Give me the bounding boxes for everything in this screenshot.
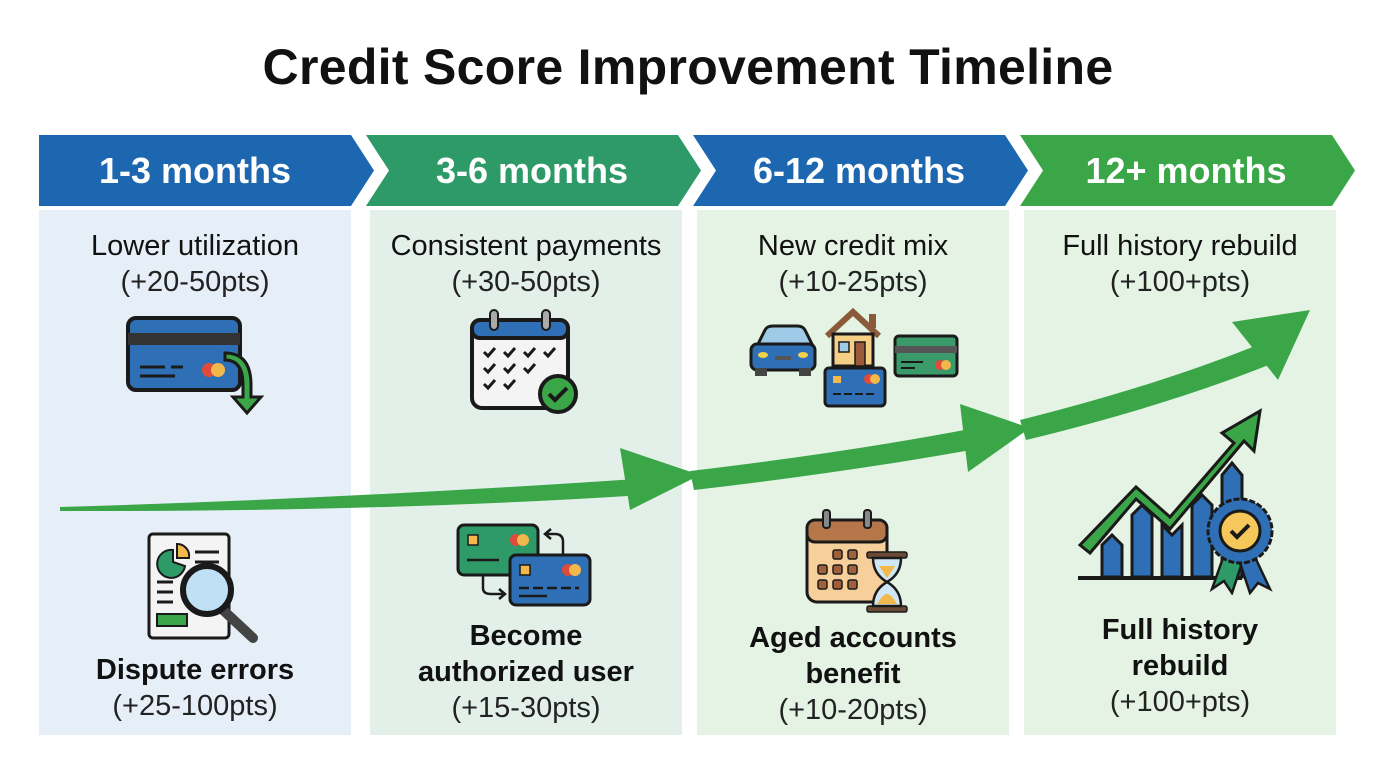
phase-panel-4: Full history rebuild (+100+pts) Full his… <box>1024 210 1336 735</box>
milestone-title-line1: Full history <box>1101 614 1259 646</box>
phase-header-2: 3-6 months <box>366 135 701 206</box>
milestone-title-line1: Aged accounts <box>749 622 957 654</box>
milestone-title-line2: rebuild <box>1131 650 1229 682</box>
milestone-points: (+10-25pts) <box>778 266 928 298</box>
milestone-title: Lower utilization <box>91 230 299 262</box>
milestone-points: (+15-30pts) <box>451 692 601 724</box>
milestone-points: (+100+pts) <box>1109 266 1251 298</box>
credit-card-down-icon <box>126 316 265 416</box>
calendar-check-icon <box>470 309 578 414</box>
milestone-title: Full history rebuild <box>1062 230 1298 262</box>
milestone-points: (+30-50pts) <box>451 266 601 298</box>
milestone-title-line2: authorized user <box>418 656 634 688</box>
phase-header-4: 12+ months <box>1020 135 1355 206</box>
calendar-hourglass-icon <box>805 509 908 613</box>
growth-chart-badge-icon <box>1077 408 1274 595</box>
phase-header-3: 6-12 months <box>693 135 1028 206</box>
milestone-points: (+20-50pts) <box>120 266 270 298</box>
phase-label: 12+ months <box>1085 150 1287 191</box>
milestone-points: (+10-20pts) <box>778 694 928 726</box>
chevron-shape-icon <box>39 135 374 206</box>
milestone-points: (+25-100pts) <box>112 690 278 722</box>
phase-panel-2: Consistent payments (+30-50pts) Become a… <box>370 210 682 735</box>
phase-label: 6-12 months <box>752 150 966 191</box>
phase-header-1: 1-3 months <box>39 135 374 206</box>
milestone-title: Consistent payments <box>390 230 662 262</box>
milestone-title: New credit mix <box>757 230 949 262</box>
report-magnifier-icon <box>147 532 258 643</box>
card-transfer-icon <box>456 523 592 607</box>
phase-panel-1: Lower utilization (+20-50pts) Dispute er… <box>39 210 351 735</box>
car-house-cards-icon <box>749 307 959 408</box>
milestone-title: Dispute errors <box>95 654 295 686</box>
phase-panel-3: New credit mix (+10-25pts) <box>697 210 1009 735</box>
chevron-shape-icon <box>1020 135 1355 206</box>
phase-label: 3-6 months <box>435 150 629 191</box>
phase-label: 1-3 months <box>98 150 292 191</box>
chevron-shape-icon <box>366 135 701 206</box>
chevron-shape-icon <box>693 135 1028 206</box>
milestone-title-line1: Become <box>469 620 583 652</box>
page-title: Credit Score Improvement Timeline <box>262 39 1114 95</box>
milestone-points: (+100+pts) <box>1109 686 1251 718</box>
milestone-title-line2: benefit <box>805 658 901 690</box>
